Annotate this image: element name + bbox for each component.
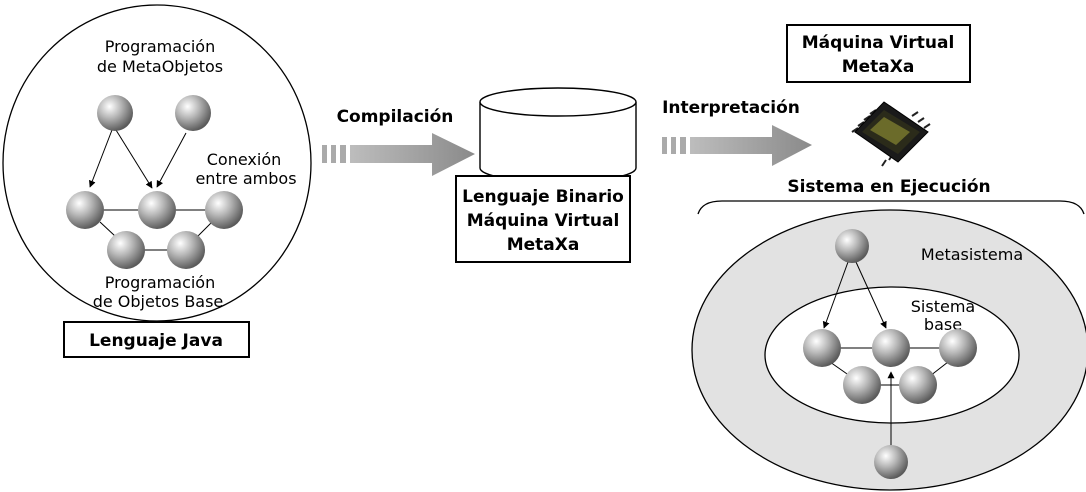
binary-line-3: MetaXa [507,235,580,255]
binary-language-box [455,175,631,263]
arrow-right-icon [662,137,667,154]
virtual-machine-group: Máquina Virtual MetaXa [786,24,971,167]
arrow-right-icon [322,145,327,163]
java-program-group: Programación de MetaObjetos Conexión ent… [2,4,312,358]
runtime-bracket [697,200,1085,215]
base-programming-label-1: Programación [105,273,215,292]
edge [197,221,213,237]
compile-label: Compilación [337,107,454,127]
edge [156,132,187,188]
arrow-dash [340,145,346,163]
edge [822,261,849,329]
sphere-icon [205,191,243,229]
binary-line-2: Máquina Virtual [467,211,620,231]
microchip-icon [851,101,931,167]
base-programming-label-2: de Objetos Base [93,292,224,311]
binary-language-group: Lenguaje Binario Máquina Virtual MetaXa [455,87,637,263]
cylinder-top [479,87,637,117]
arrow-body [690,125,812,166]
vm-line-2: MetaXa [842,57,915,77]
edge [99,221,116,237]
arrow-dash [331,145,336,163]
interpret-arrow: Interpretación [662,98,812,166]
edge [829,361,851,377]
arrow-dash [680,137,686,154]
java-language-box [63,321,250,358]
connection-label-1: Conexión [207,150,282,169]
sphere-icon [939,329,977,367]
sphere-icon [175,95,211,131]
binary-line-1: Lenguaje Binario [462,187,624,207]
edge [115,129,153,189]
interpret-label: Interpretación [662,98,800,118]
meta-programming-label-1: Programación [105,37,215,56]
sphere-icon [167,231,205,269]
edge [89,129,113,188]
runtime-title: Sistema en Ejecución [787,177,990,197]
sphere-icon [874,445,908,479]
arrow-dash [671,137,676,154]
meta-programming-label-2: de MetaObjetos [97,57,223,76]
runtime-system-group: Sistema en Ejecución Metasistema Sistema… [691,177,1086,491]
connection-label-2: entre ambos [195,169,296,188]
sphere-icon [872,329,910,367]
compile-arrow: Compilación [322,107,475,176]
sphere-icon [835,229,869,263]
sphere-icon [107,231,145,269]
virtual-machine-box [786,24,971,83]
sphere-icon [803,329,841,367]
base-system-label-2: base [924,315,962,334]
sphere-icon [138,191,176,229]
arrow-body [350,133,475,176]
sphere-icon [97,95,133,131]
sphere-icon [899,366,937,404]
edge [855,261,887,329]
sphere-icon [843,366,881,404]
metasystem-label: Metasistema [921,245,1023,264]
vm-line-1: Máquina Virtual [802,33,955,53]
java-language-label: Lenguaje Java [89,331,223,351]
base-system-label-1: Sistema [911,297,975,316]
sphere-icon [66,191,104,229]
